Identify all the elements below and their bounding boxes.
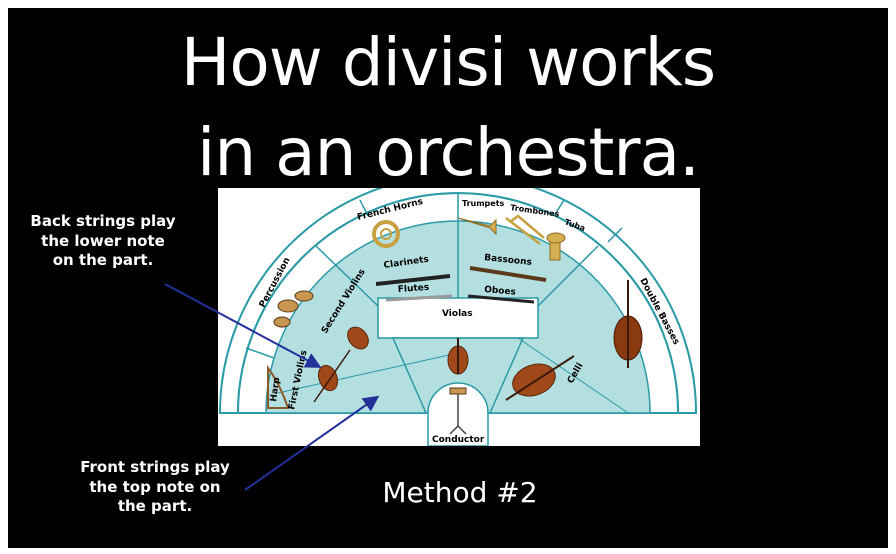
callout-back-strings: Back strings play the lower note on the … [8, 212, 198, 271]
conductor-stand-icon [449, 387, 467, 435]
trombone-icon [505, 214, 545, 245]
callout-front-strings: Front strings play the top note on the p… [70, 458, 240, 517]
callout-front-line-1: Front strings play [80, 458, 230, 476]
label-flutes: Flutes [398, 283, 430, 295]
callout-back-line-3: on the part. [52, 251, 154, 269]
divider-right [537, 245, 599, 307]
method-label: Method #2 [382, 476, 538, 509]
orchestra-seating-diagram: Harp Percussion First Violins Second Vio… [218, 188, 700, 446]
divider-celli [517, 337, 629, 414]
label-violas: Violas [442, 309, 473, 319]
double-bass-icon [613, 280, 643, 368]
divider-violins [277, 352, 459, 394]
viola-icon [447, 338, 469, 375]
first-violin-icon [313, 349, 351, 403]
divider-brass-tuba [553, 199, 565, 217]
label-conductor: Conductor [432, 435, 485, 445]
divider-perc-horns [359, 199, 369, 217]
label-oboes: Oboes [484, 285, 517, 298]
label-harp: Harp [269, 376, 282, 402]
trumpet-icon [457, 217, 497, 236]
orchestra-seating-svg: Harp Percussion First Violins Second Vio… [218, 188, 698, 446]
slide-title-line-2: in an orchestra. [196, 114, 700, 191]
second-violin-icon [347, 326, 369, 350]
callout-back-line-1: Back strings play [30, 212, 176, 230]
clarinet-icon [375, 274, 451, 286]
callout-front-line-3: the part. [117, 497, 193, 515]
oboe-icon [467, 294, 535, 304]
cello-icon [505, 355, 575, 401]
violas-area [391, 337, 525, 414]
label-trumpets: Trumpets [462, 199, 505, 208]
tuba-icon [546, 232, 566, 261]
slide-title-line-1: How divisi works [180, 24, 716, 101]
flute-icon [385, 294, 453, 302]
callout-front-line-2: the top note on [89, 477, 221, 496]
bassoon-icon [469, 266, 547, 282]
slide: How divisi works in an orchestra. [8, 8, 888, 548]
callout-back-line-2: the lower note [41, 231, 165, 250]
divider-left [315, 245, 379, 307]
french-horn-icon [372, 220, 400, 248]
label-bassoons: Bassoons [484, 253, 533, 268]
divider-tuba-bass [607, 227, 623, 243]
